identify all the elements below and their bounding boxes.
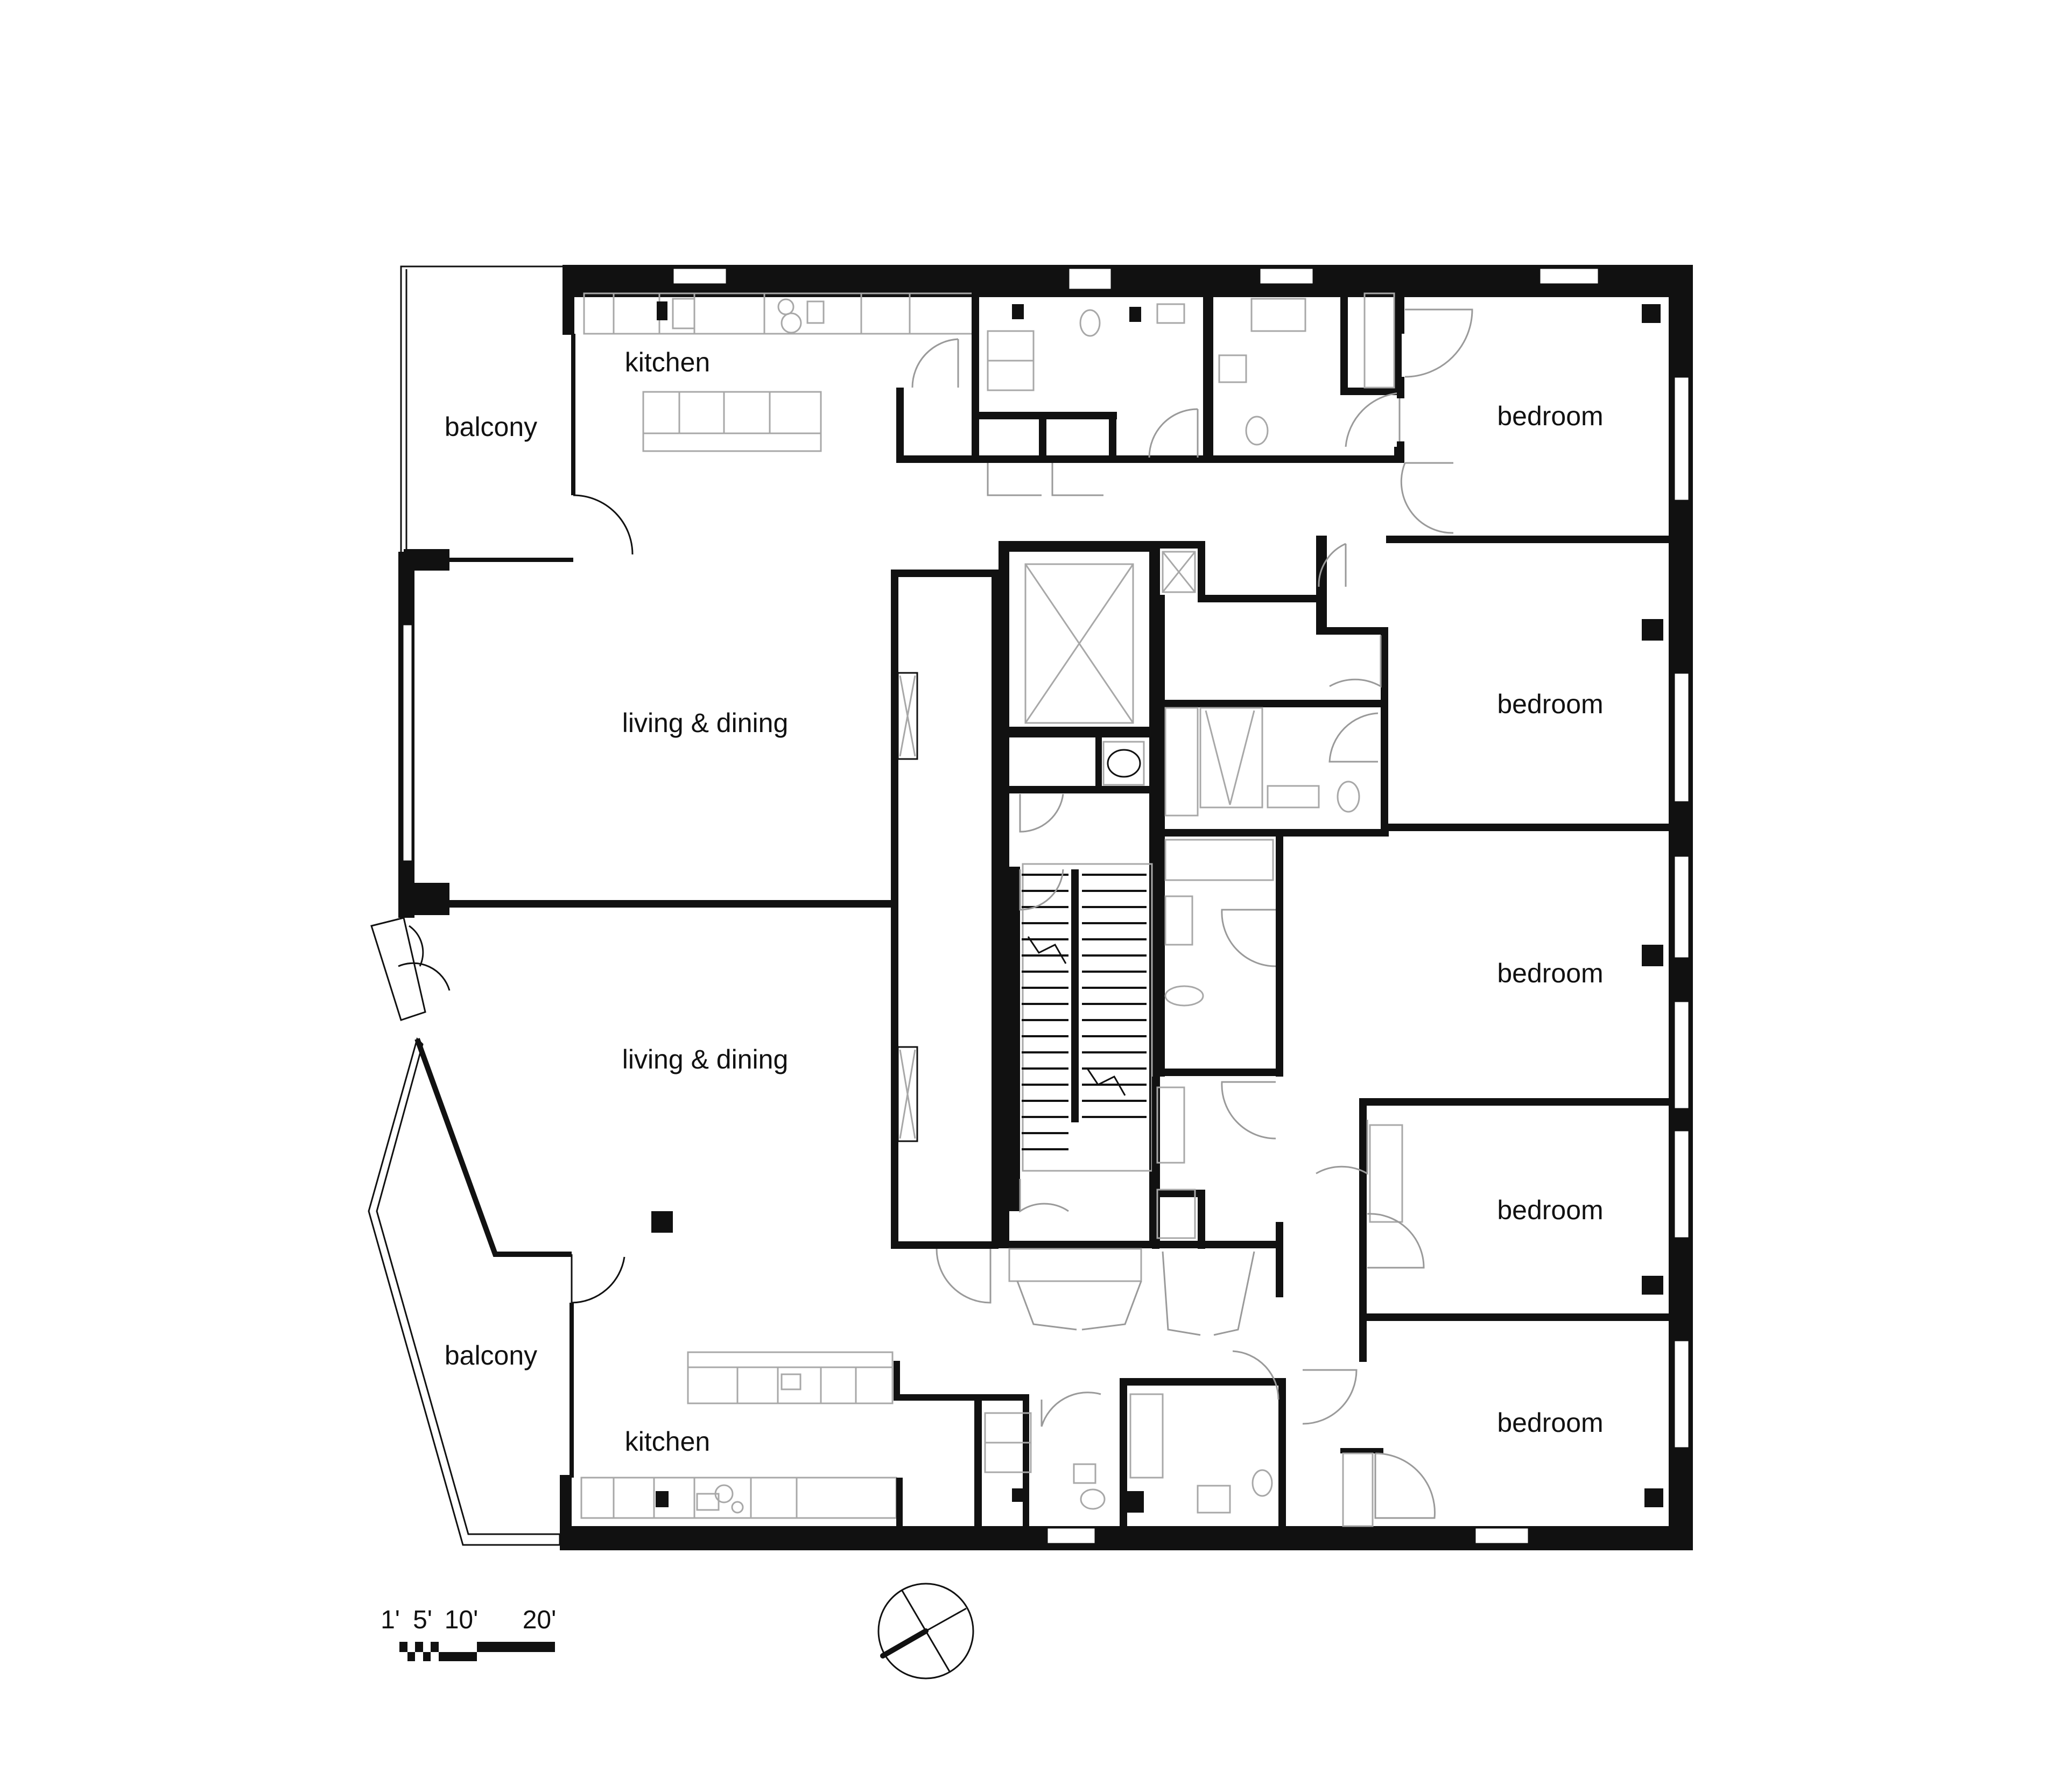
- scale-label-20ft: 20': [523, 1606, 557, 1634]
- north-service-rooms: [972, 291, 1211, 496]
- room-label-living-dining-south: living & dining: [622, 1044, 789, 1074]
- kitchen-north-fixtures: [583, 292, 980, 463]
- room-labels: balcony kitchen living & dining living &…: [445, 347, 1604, 1457]
- bedroom-walls: [1276, 291, 1671, 1527]
- room-label-bedroom-2: bedroom: [1497, 689, 1603, 719]
- scale-label-10ft: 10': [445, 1606, 479, 1634]
- north-east-bath: [1206, 291, 1402, 463]
- central-baths: [1147, 595, 1389, 1336]
- north-arrow-compass-icon: [877, 1583, 974, 1679]
- scale-bar: 1' 5' 10' 20': [381, 1606, 556, 1661]
- stair: [1009, 863, 1153, 1211]
- room-label-bedroom-3: bedroom: [1497, 958, 1603, 988]
- room-label-bedroom-5: bedroom: [1497, 1408, 1603, 1438]
- balcony-north-outline: [400, 265, 634, 562]
- balcony-south-outline: [368, 917, 625, 1546]
- room-label-living-dining-north: living & dining: [622, 708, 789, 738]
- interior-walls: [414, 570, 999, 1249]
- scale-label-5ft: 5': [413, 1606, 432, 1634]
- room-label-balcony-south: balcony: [445, 1340, 537, 1371]
- windows: [402, 267, 1690, 1545]
- room-label-kitchen-south: kitchen: [625, 1426, 710, 1457]
- room-label-kitchen-north: kitchen: [625, 347, 710, 377]
- kitchen-south-fixtures: [580, 1211, 1029, 1529]
- room-label-bedroom-4: bedroom: [1497, 1195, 1603, 1225]
- south-service-rooms: [974, 1350, 1286, 1529]
- room-label-bedroom-1: bedroom: [1497, 401, 1603, 431]
- scale-label-1ft: 1': [381, 1606, 400, 1634]
- room-label-balcony-north: balcony: [445, 412, 537, 442]
